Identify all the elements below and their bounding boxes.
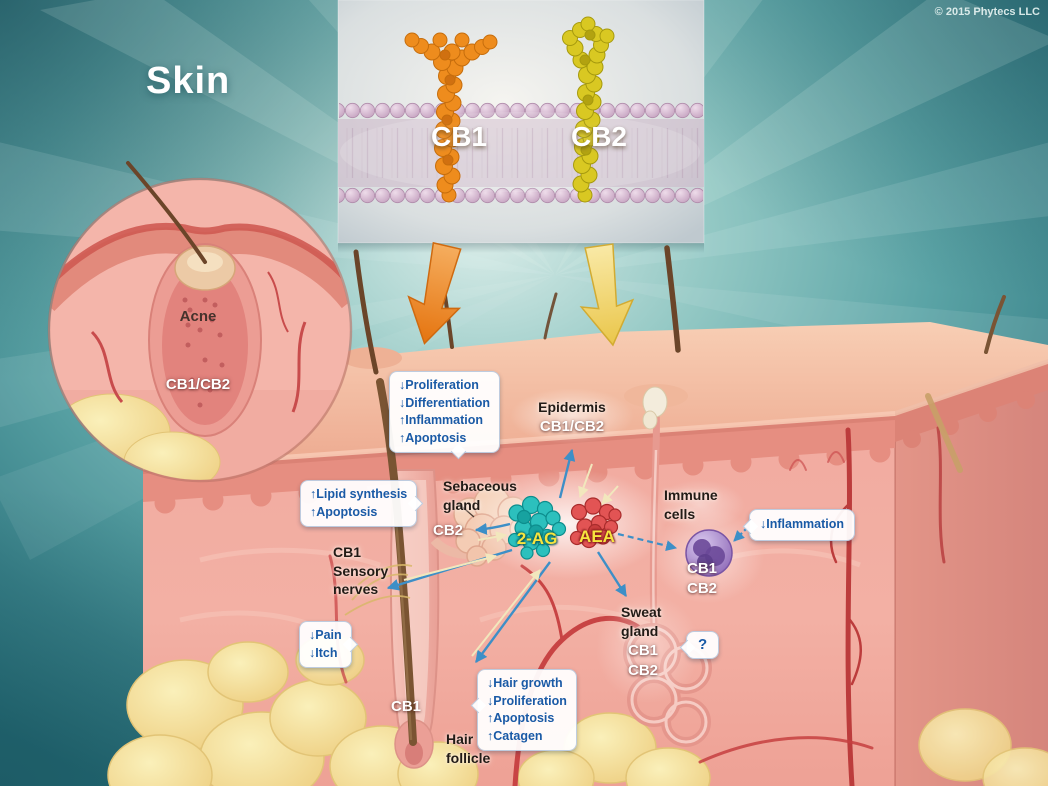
immune-name-line: cells — [664, 505, 696, 522]
membrane-inset — [337, 0, 705, 253]
immune-receptors-label: CB1 CB2 — [687, 559, 717, 599]
sensory-receptor: CB1 — [333, 544, 362, 560]
sensory-nerves-label: CB1 Sensory nerves — [333, 543, 388, 599]
sebum-drip — [642, 410, 658, 430]
arrow-follicle-to-center — [471, 569, 541, 657]
acne-receptors-label: CB1/CB2 — [165, 376, 231, 393]
copyright-text: © 2015 Phytecs LLC — [934, 6, 1040, 18]
arrow-inflammation-to-cell — [733, 527, 748, 542]
immune-cells-label: Immune cells — [664, 486, 718, 523]
arrow-epidermis-to-center — [578, 463, 593, 499]
sensory-name-line: nerves — [333, 581, 379, 597]
immune-cell — [685, 529, 733, 577]
effect-line: ? — [698, 636, 708, 653]
page-title: Skin — [146, 60, 231, 102]
effect-line: ↓Proliferation — [487, 693, 567, 708]
molecule-2ag — [507, 495, 567, 560]
hair-follicle-label: Hair follicle — [446, 730, 490, 767]
effect-line: ↓Differentiation — [399, 395, 490, 410]
arrow-to-epidermis — [558, 448, 576, 499]
effect-line: ↑Apoptosis — [487, 711, 555, 725]
epidermis-label: Epidermis CB1/CB2 — [538, 398, 606, 437]
receptor-arrows — [407, 241, 635, 347]
cb2-protein — [562, 16, 615, 203]
sebaceous-name-line: gland — [443, 496, 481, 513]
sensory-name-line: Sensory — [333, 562, 389, 579]
sebaceous-gland-label: Sebaceous gland — [443, 477, 517, 514]
callout-immune-effects: ↓Inflammation — [742, 509, 856, 541]
cb2-receptor-label: CB2 — [570, 121, 628, 152]
cb1-receptor-label: CB1 — [430, 121, 488, 152]
callout-epidermis-effects: ↓Proliferation ↓Differentiation ↑Inflamm… — [389, 371, 500, 460]
arrow-nerves-to-center — [403, 553, 498, 581]
immune-cb2: CB2 — [686, 580, 718, 597]
follicle-name-line: Hair — [446, 731, 474, 747]
effect-line: ↑Apoptosis — [399, 430, 467, 445]
sweat-name-line: Sweat — [621, 604, 662, 620]
sweat-name-line: gland — [621, 622, 659, 639]
arrow-to-sweat-gland — [596, 551, 628, 598]
signal-arrows — [386, 448, 748, 663]
effect-line: ↓Hair growth — [487, 676, 563, 690]
arrow-sebaceous-to-center — [477, 531, 508, 543]
sensory-nerve-fibers — [344, 564, 413, 616]
sebaceous-name-line: Sebaceous — [443, 478, 517, 494]
immune-name-line: Immune — [664, 487, 718, 503]
fat-lobules — [107, 634, 1048, 786]
arrow-upper-to-aea — [601, 485, 619, 505]
acne-label: Acne — [179, 308, 217, 325]
follicle-cb1-label: CB1 — [390, 698, 422, 715]
cb1-arrow — [407, 241, 462, 345]
callout-sebaceous-effects: ↑Lipid synthesis ↑Apoptosis — [300, 480, 424, 527]
sebaceous-label-pointer — [458, 503, 475, 518]
cb1-protein — [404, 32, 498, 203]
effect-line: ↑Apoptosis — [310, 504, 378, 519]
cb2-arrow — [579, 243, 635, 347]
epidermis-receptors: CB1/CB2 — [539, 417, 605, 435]
callout-follicle-effects: ↓Hair growth ↓Proliferation ↑Apoptosis ↑… — [470, 669, 577, 751]
callout-sensory-effects: ↓Pain ↓Itch — [299, 621, 358, 668]
sebaceous-cb2-label: CB2 — [432, 522, 464, 539]
effect-line: ↑Lipid synthesis — [310, 487, 408, 501]
sweat-gland-label: Sweat gland — [621, 603, 661, 640]
sweat-receptors-label: CB1 CB2 — [628, 641, 658, 681]
effect-line: ↓Inflammation — [760, 517, 845, 531]
sweat-cb1: CB1 — [628, 642, 659, 659]
effect-line: ↑Catagen — [487, 728, 543, 743]
epidermis-name: Epidermis — [538, 399, 606, 415]
acne-inset — [47, 161, 353, 483]
2ag-label: 2-AG — [516, 529, 558, 548]
arrow-to-sebaceous — [474, 522, 511, 535]
follicle-name-line: follicle — [446, 749, 491, 766]
molecule-aea — [569, 497, 622, 549]
effect-line: ↓Proliferation — [399, 378, 479, 392]
sweat-cb2: CB2 — [628, 662, 659, 679]
effect-line: ↓Pain — [309, 628, 342, 642]
callout-sweat-unknown: ? — [679, 631, 720, 659]
immune-cb1: CB1 — [686, 560, 718, 577]
aea-label: AEA — [579, 527, 615, 546]
hair-follicle — [376, 378, 440, 769]
effect-line: ↓Itch — [309, 645, 338, 660]
effect-line: ↑Inflammation — [399, 413, 484, 427]
